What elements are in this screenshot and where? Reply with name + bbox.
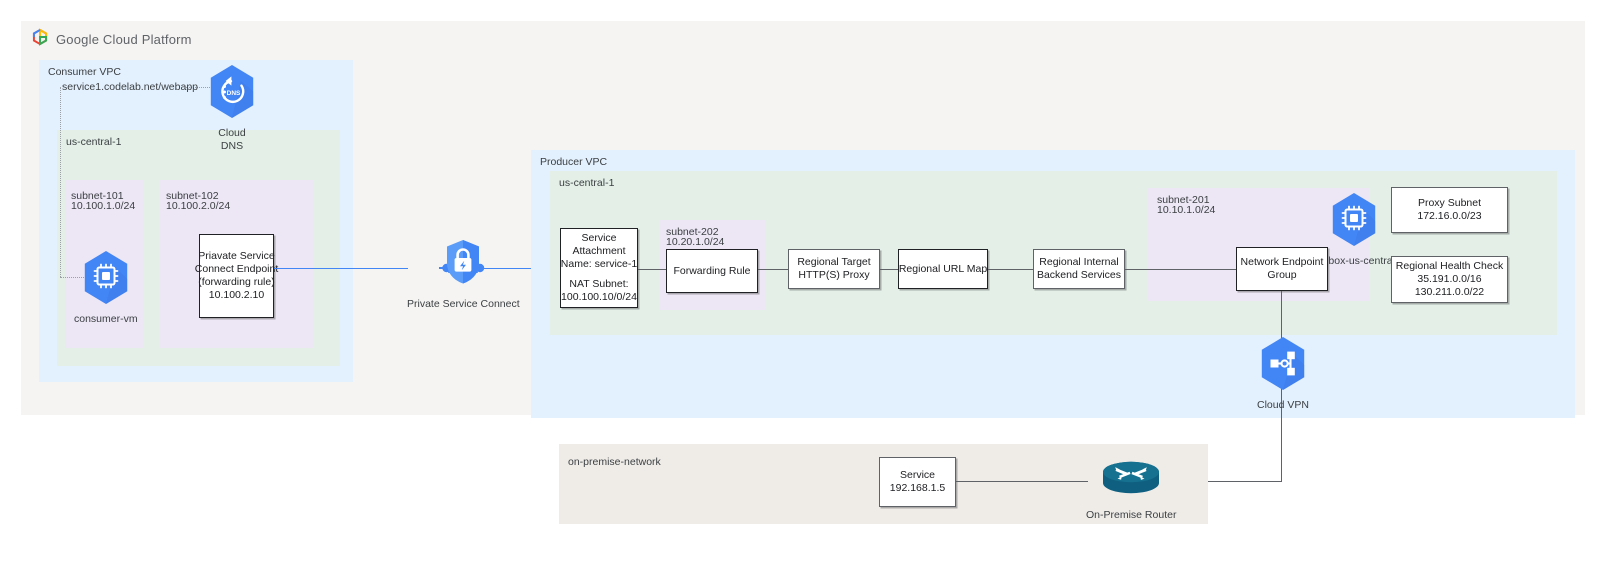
consumer-zone-label: us-central-1 [66, 136, 122, 148]
cloud-dns-caption-1: Cloud [218, 127, 246, 139]
router-icon [1102, 461, 1160, 506]
psc-endpoint-line-2: Connect Endpoint [194, 263, 279, 275]
cloud-vpn-icon [1259, 336, 1307, 396]
health-check-line-2: 35.191.0.0/16 [1417, 273, 1482, 285]
consumer-vm-node[interactable]: consumer-vm [74, 250, 138, 326]
subnet-101-name: subnet-101 [71, 190, 124, 202]
target-proxy-box[interactable]: Regional Target HTTP(S) Proxy [788, 249, 880, 289]
on-premise-service-box[interactable]: Service 192.168.1.5 [879, 457, 956, 507]
backend-services-box[interactable]: Regional Internal Backend Services [1033, 249, 1125, 289]
psc-link-right [455, 268, 560, 269]
subnet-201-name: subnet-201 [1157, 194, 1210, 206]
service-attachment-line-3: Name: service-1 [560, 258, 638, 270]
svg-text:DNS: DNS [227, 90, 241, 97]
link-proxy-to-urlmap [880, 269, 898, 270]
psc-endpoint-line-1: Priavate Service [198, 250, 275, 262]
psc-endpoint-box[interactable]: Priavate Service Connect Endpoint (forwa… [195, 234, 278, 318]
on-premise-label: on-premise-network [568, 456, 661, 468]
subnet-102-cidr: 10.100.2.0/24 [166, 200, 231, 212]
psc-link-left [274, 268, 408, 269]
link-service-to-router [956, 481, 1088, 482]
link-fr-to-proxy [758, 269, 788, 270]
neg-line-2: Group [1267, 269, 1297, 281]
link-vpn-to-router [1143, 481, 1282, 482]
producer-vpc-label: Producer VPC [540, 156, 608, 168]
private-service-connect-icon [438, 238, 487, 295]
on-premise-service-line-1: Service [899, 469, 935, 481]
on-premise-service-line-2: 192.168.1.5 [889, 482, 946, 494]
subnet-101-cidr: 10.100.1.0/24 [71, 200, 136, 212]
service-attachment-line-4: NAT Subnet: [569, 278, 629, 290]
psc-endpoint-line-3: (forwarding rule) [198, 276, 275, 288]
service-attachment-box[interactable]: Service Attachment Name: service-1 NAT S… [560, 228, 638, 308]
health-check-box[interactable]: Regional Health Check 35.191.0.0/16 130.… [1391, 256, 1508, 303]
brand-text: Google Cloud Platform [56, 32, 192, 47]
subnet-202-cidr: 10.20.1.0/24 [666, 236, 725, 248]
service-attachment-line-5: 100.100.10/0/24 [561, 291, 637, 303]
gcp-brand: Google Cloud Platform [31, 28, 192, 51]
dns-record-label: service1.codelab.net/webapp [62, 81, 199, 93]
backend-services-line-1: Regional Internal [1039, 256, 1119, 268]
consumer-vpc-label: Consumer VPC [48, 66, 121, 78]
service-attachment-line-1: Service [581, 232, 617, 244]
url-map-box[interactable]: Regional URL Map [898, 249, 988, 289]
target-proxy-line-2: HTTP(S) Proxy [798, 269, 870, 281]
google-cloud-hex-logo-icon [31, 28, 49, 51]
subnet-202-name: subnet-202 [666, 226, 719, 238]
on-premise-router-node[interactable]: On-Premise Router [1086, 461, 1176, 522]
cloud-dns-icon: DNS [208, 64, 256, 124]
health-check-line-3: 130.211.0.0/22 [1414, 286, 1485, 298]
proxy-subnet-line-2: 172.16.0.0/23 [1417, 210, 1482, 222]
health-check-line-1: Regional Health Check [1395, 260, 1504, 272]
network-endpoint-group-box[interactable]: Network Endpoint Group [1236, 247, 1328, 291]
neg-line-1: Network Endpoint [1240, 256, 1324, 268]
cloud-dns-caption-2: DNS [220, 140, 244, 152]
link-urlmap-to-backend [988, 269, 1033, 270]
target-proxy-line-1: Regional Target [797, 256, 871, 268]
test-box-caption: test-box-us-central1 [1308, 255, 1401, 267]
dns-path-horizontal [186, 87, 212, 88]
dns-path-vertical [60, 87, 61, 277]
compute-vm-icon [1330, 192, 1378, 252]
forwarding-rule-label: Forwarding Rule [673, 264, 751, 277]
forwarding-rule-box[interactable]: Forwarding Rule [666, 249, 758, 293]
proxy-subnet-line-1: Proxy Subnet [1417, 197, 1482, 209]
subnet-201-cidr: 10.10.1.0/24 [1157, 204, 1216, 216]
compute-vm-icon [82, 250, 130, 310]
producer-zone-label: us-central-1 [559, 177, 615, 189]
dns-path-to-vm [60, 277, 84, 278]
subnet-102-name: subnet-102 [166, 190, 219, 202]
private-service-connect-caption: Private Service Connect [407, 298, 520, 310]
cloud-vpn-caption: Cloud VPN [1257, 399, 1309, 411]
on-premise-router-caption: On-Premise Router [1086, 509, 1177, 521]
url-map-label: Regional URL Map [898, 262, 988, 275]
cloud-vpn-node[interactable]: Cloud VPN [1257, 336, 1309, 412]
backend-services-line-2: Backend Services [1036, 269, 1122, 281]
cloud-dns-node[interactable]: DNS Cloud DNS [208, 64, 256, 153]
proxy-subnet-box[interactable]: Proxy Subnet 172.16.0.0/23 [1391, 187, 1508, 233]
service-attachment-line-2: Attachment [572, 245, 626, 257]
test-box-node[interactable]: test-box-us-central1 [1308, 192, 1401, 268]
private-service-connect-node[interactable]: Private Service Connect [407, 238, 520, 311]
link-sa-to-fr [638, 269, 666, 270]
psc-endpoint-line-4: 10.100.2.10 [208, 289, 265, 301]
link-backend-to-neg [1125, 269, 1236, 270]
consumer-vm-caption: consumer-vm [74, 313, 138, 325]
